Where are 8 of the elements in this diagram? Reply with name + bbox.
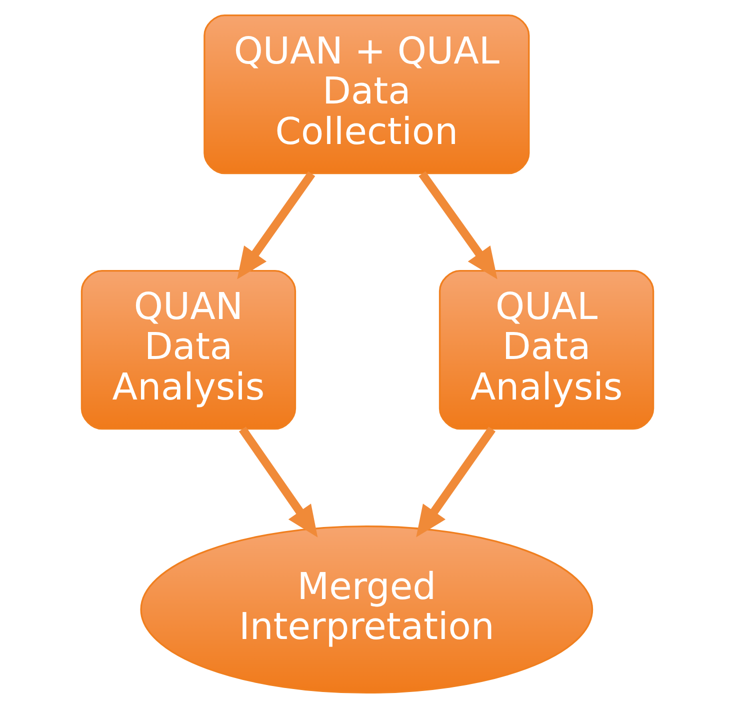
arrow <box>418 171 497 280</box>
node-ellipse: Merged Interpretation <box>140 525 593 694</box>
node-box: QUAN + QUAL Data Collection <box>203 14 530 174</box>
arrow <box>416 426 496 538</box>
node-box: QUAN Data Analysis <box>80 270 296 430</box>
arrow <box>238 426 318 538</box>
arrow <box>236 171 315 280</box>
node-box: QUAL Data Analysis <box>438 270 654 430</box>
